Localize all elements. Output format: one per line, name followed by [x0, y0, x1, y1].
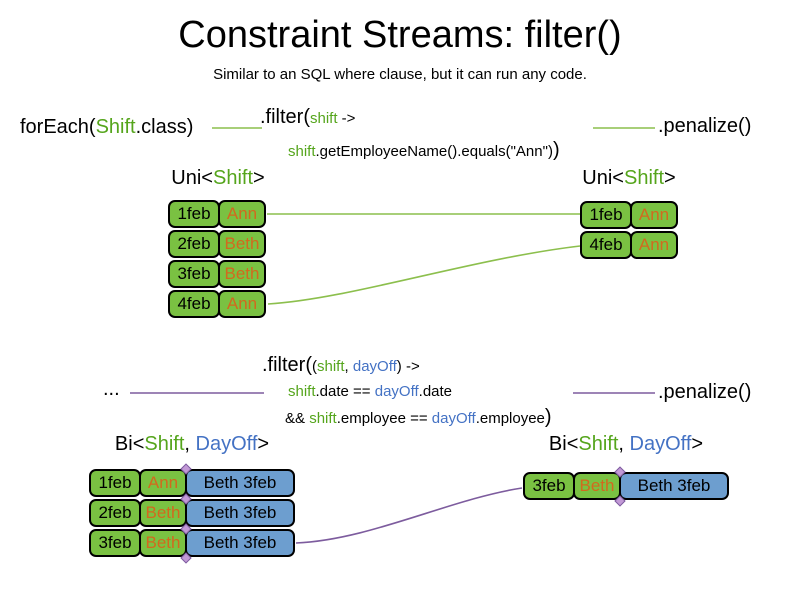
label-token: > [691, 433, 704, 455]
shift-employee-cell: Ann [218, 290, 266, 318]
shift-employee-cell: Ann [630, 231, 678, 259]
code-token-param: dayOff [374, 383, 419, 400]
code-token-shift-class: Shift [95, 116, 136, 138]
dayoff-cell: Beth 3feb [185, 469, 295, 497]
shift-date-cell: 1feb [580, 201, 632, 229]
code-token: .class) [135, 116, 194, 138]
code-token: .filter( [262, 354, 312, 376]
shift-date-cell: 2feb [168, 230, 220, 258]
table-row: 4feb Ann [580, 231, 678, 259]
penalize-expression-top: .penalize() [658, 115, 752, 137]
shift-date-cell: 2feb [89, 499, 141, 527]
label-token: , [618, 433, 630, 455]
filter-lambda-body-top: shift.getEmployeeName().equals("Ann")) [288, 139, 560, 162]
shift-date-cell: 4feb [168, 290, 220, 318]
shift-date-cell: 1feb [89, 469, 141, 497]
shift-employee-cell: Beth [218, 230, 266, 258]
shift-employee-cell: Beth [218, 260, 266, 288]
shift-date-cell: 3feb [89, 529, 141, 557]
uni-shift-label-left: Uni<Shift> [148, 167, 288, 190]
label-token-shift: Shift [144, 433, 185, 455]
shift-employee-cell: Beth [139, 529, 187, 557]
code-token: -> [337, 110, 356, 127]
table-row: 3feb Beth [168, 260, 266, 288]
uni-shift-label-right: Uni<Shift> [559, 167, 699, 190]
foreach-expression: forEach(Shift.class) [20, 116, 193, 139]
label-token-shift: Shift [212, 167, 254, 189]
table-row: 1feb Ann [580, 201, 678, 229]
shift-employee-cell: Ann [139, 469, 187, 497]
table-row: 2feb Beth Beth 3feb [89, 499, 295, 527]
shift-date-cell: 1feb [168, 200, 220, 228]
code-token-param: shift [317, 358, 345, 375]
table-row: 4feb Ann [168, 290, 266, 318]
filter-expression-mid: .filter((shift, dayOff) -> [262, 354, 420, 377]
label-token-dayoff: DayOff [195, 433, 258, 455]
label-token: > [253, 167, 265, 189]
code-token: .employee [475, 410, 545, 427]
shift-employee-cell: Beth [139, 499, 187, 527]
table-row: 3feb Beth Beth 3feb [89, 529, 295, 557]
page-subtitle: Similar to an SQL where clause, but it c… [213, 66, 587, 83]
code-token-param: dayOff [431, 410, 476, 427]
code-token: , [344, 358, 353, 375]
code-token-param: shift [310, 110, 338, 127]
code-token: ) [396, 358, 402, 375]
code-token: ) [544, 406, 552, 428]
label-token: > [257, 433, 270, 455]
code-token-param: dayOff [352, 358, 397, 375]
code-token: && [285, 410, 310, 427]
filter-lambda-body-mid-line1: shift.date == dayOff.date [288, 383, 452, 400]
label-token: Uni< [582, 167, 624, 189]
shift-employee-cell: Beth [573, 472, 621, 500]
code-token: -> [401, 358, 420, 375]
table-row: 3feb Beth Beth 3feb [523, 472, 729, 500]
label-token-dayoff: DayOff [629, 433, 692, 455]
label-token-shift: Shift [578, 433, 619, 455]
connector-bi-row3 [295, 487, 523, 544]
filter-lambda-body-mid-line2: && shift.employee == dayOff.employee) [285, 406, 552, 429]
bi-table-left: 1feb Ann Beth 3feb 2feb Beth Beth 3feb 3… [89, 469, 295, 559]
label-token: Bi< [548, 433, 579, 455]
uni-shift-table-left: 1feb Ann 2feb Beth 3feb Beth 4feb Ann [168, 200, 266, 320]
shift-employee-cell: Ann [218, 200, 266, 228]
code-token-param: shift [288, 143, 316, 160]
label-token: Bi< [114, 433, 145, 455]
table-row: 1feb Ann [168, 200, 266, 228]
code-token: .date [418, 383, 453, 400]
shift-date-cell: 3feb [523, 472, 575, 500]
label-token: > [664, 167, 676, 189]
code-token: ( [312, 358, 317, 375]
uni-shift-table-right: 1feb Ann 4feb Ann [580, 201, 678, 261]
shift-date-cell: 3feb [168, 260, 220, 288]
filter-expression-top: .filter(shift -> [260, 106, 355, 129]
page-title: Constraint Streams: filter() [178, 14, 622, 56]
code-token-param: shift [309, 410, 337, 427]
bi-shift-dayoff-label-right: Bi<Shift, DayOff> [526, 433, 726, 456]
dayoff-cell: Beth 3feb [619, 472, 729, 500]
shift-date-cell: 4feb [580, 231, 632, 259]
label-token-shift: Shift [623, 167, 665, 189]
dayoff-cell: Beth 3feb [185, 499, 295, 527]
bi-shift-dayoff-label-left: Bi<Shift, DayOff> [92, 433, 292, 456]
shift-employee-cell: Ann [630, 201, 678, 229]
dayoff-cell: Beth 3feb [185, 529, 295, 557]
code-token: .date == [315, 383, 375, 400]
code-token: .employee == [336, 410, 432, 427]
connector-uni-row4 [267, 245, 581, 305]
penalize-expression-mid: .penalize() [658, 381, 752, 403]
label-token: , [184, 433, 196, 455]
table-row: 1feb Ann Beth 3feb [89, 469, 295, 497]
ellipsis-source: ... [103, 378, 120, 400]
bi-table-right: 3feb Beth Beth 3feb [523, 472, 729, 502]
code-token: ) [552, 139, 560, 161]
code-token-param: shift [288, 383, 316, 400]
label-token: Uni< [171, 167, 213, 189]
table-row: 2feb Beth [168, 230, 266, 258]
code-token: .filter( [260, 106, 310, 128]
code-token: forEach( [20, 116, 96, 138]
code-token: .getEmployeeName().equals("Ann") [315, 143, 553, 160]
